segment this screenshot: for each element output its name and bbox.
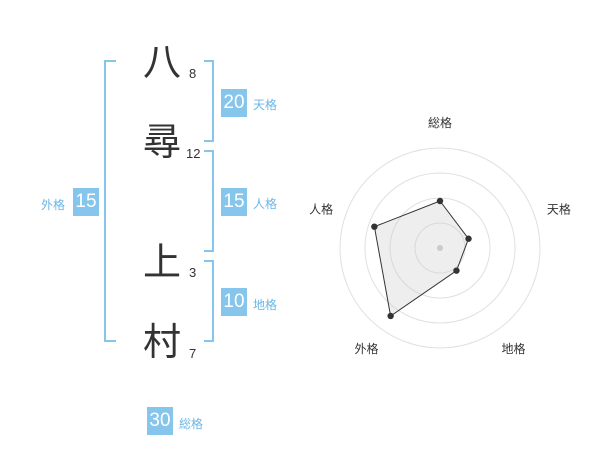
tenkaku-bracket [204,60,214,142]
stroke-count-4: 7 [189,346,197,361]
radar-point [465,235,472,242]
radar-center [437,245,443,251]
tenkaku-badge: 20 [221,89,247,117]
radar-point [436,197,444,205]
radar-axis-label: 総格 [428,115,452,130]
gaikaku-label: 外格 [41,198,66,212]
kanji-4: 村 [143,320,182,364]
soukaku-badge: 30 [147,407,173,435]
soukaku-label: 総格 [179,417,204,431]
radar-ring [364,172,516,324]
stroke-count-3: 3 [189,265,197,280]
chikaku-badge: 10 [221,288,247,316]
radar-axis-label: 外格 [355,341,379,356]
radar-axis-label: 天格 [547,201,571,216]
radar-point [387,312,394,320]
radar-axis-label: 人格 [309,201,333,216]
kanji-1: 八 [143,40,182,84]
radar-point [371,223,378,230]
radar-axis-label: 地格 [501,341,525,356]
kanji-3: 上 [143,240,182,284]
gaikaku-badge: 15 [73,188,99,216]
jinkaku-bracket [204,150,214,252]
jinkaku-label: 人格 [253,197,278,211]
chikaku-label: 地格 [253,298,278,312]
stroke-count-1: 8 [189,66,197,81]
jinkaku-badge: 15 [221,188,247,216]
chikaku-bracket [204,260,214,342]
radar-polygon [373,200,470,317]
tenkaku-label: 天格 [253,98,278,112]
radar-point [453,267,460,274]
kanji-2: 尋 [143,120,182,164]
radar-ring [339,147,541,349]
stroke-count-2: 12 [186,146,201,161]
gaikaku-bracket [104,60,116,342]
